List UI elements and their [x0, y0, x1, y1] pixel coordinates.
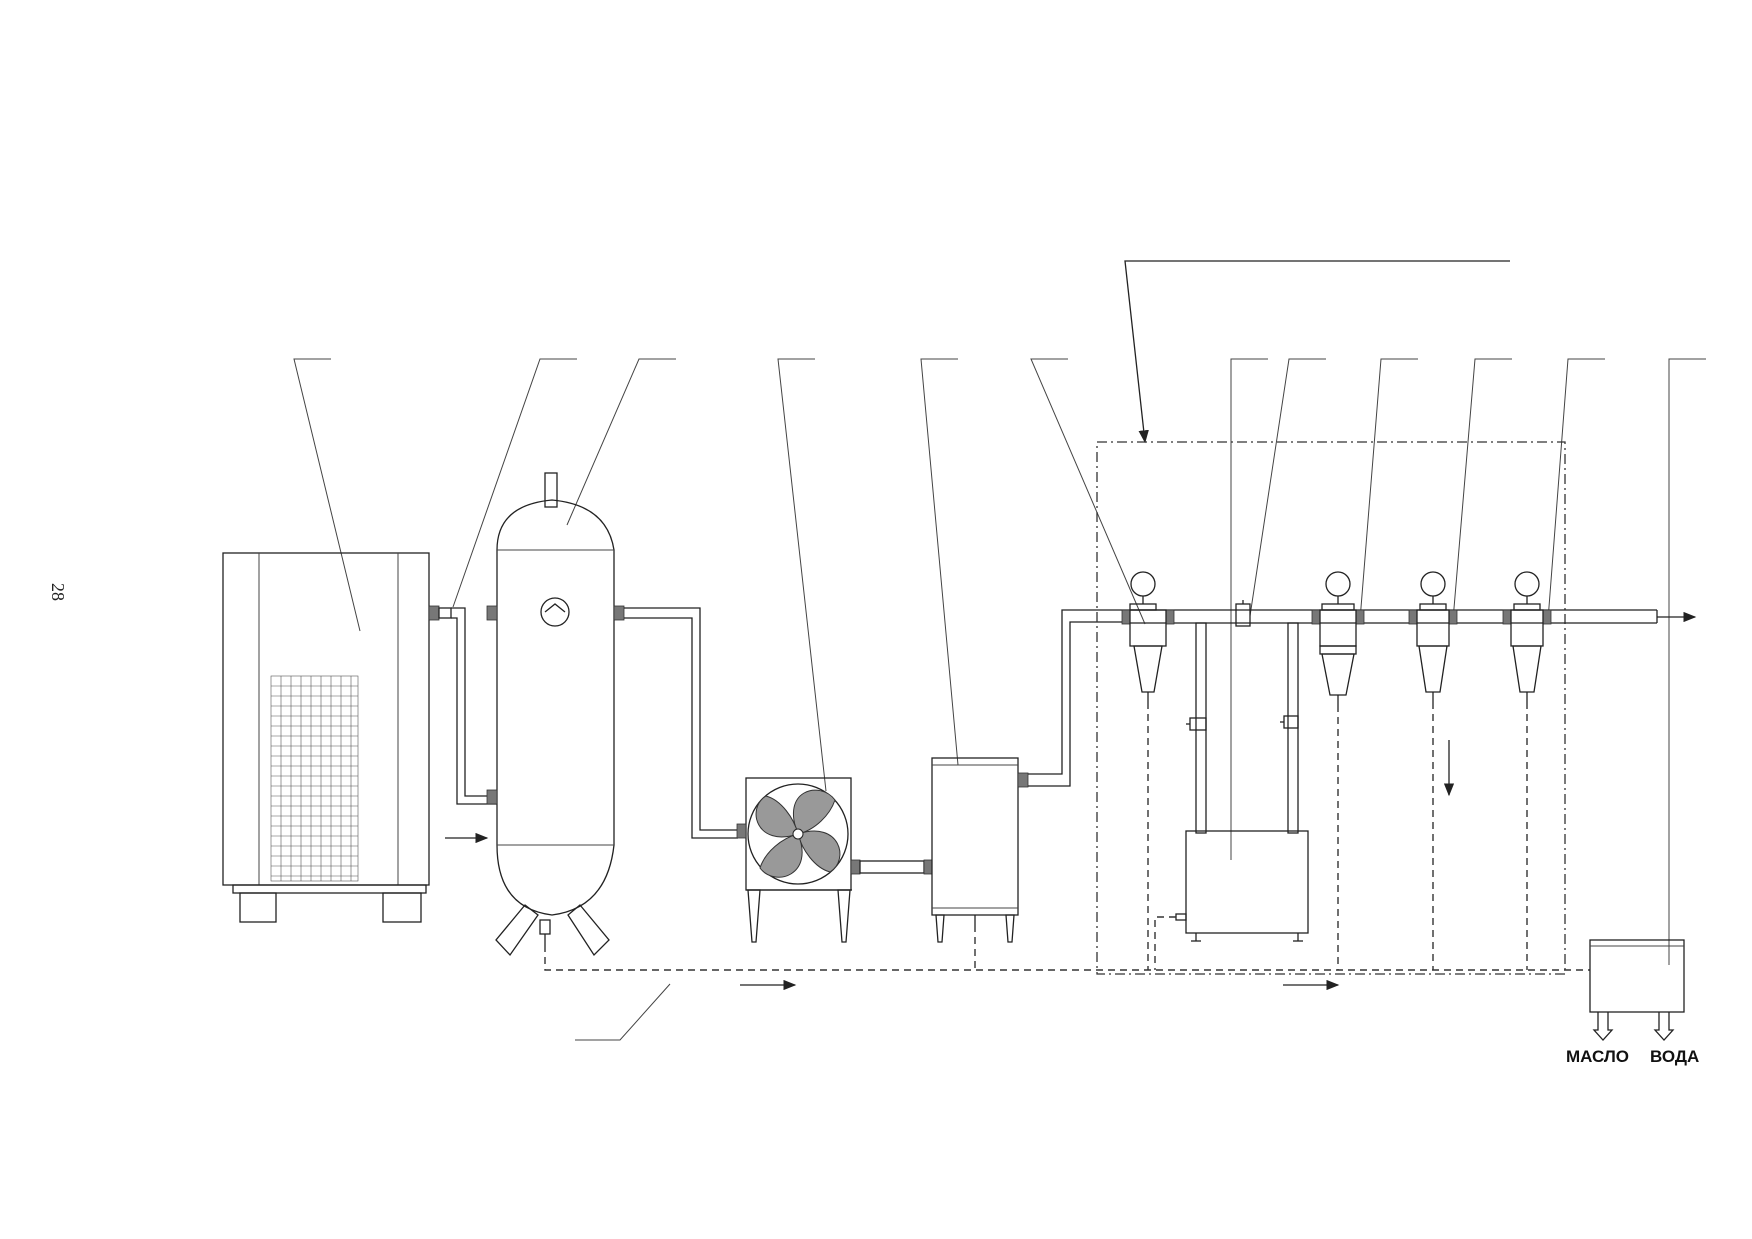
top-pointer-arrow — [1124, 260, 1510, 444]
pressure-gauge-icon — [1130, 571, 1156, 597]
pressure-gauge-icon — [1420, 571, 1446, 597]
oil-outlet-label: МАСЛО — [1566, 1047, 1630, 1066]
filter-4 — [1502, 571, 1552, 702]
pressure-gauge-icon — [1514, 571, 1540, 597]
pipe-compressor-receiver — [438, 607, 497, 805]
oil-water-separator — [1589, 939, 1685, 1041]
bypass-drain-unit — [1175, 622, 1309, 942]
leader-lines — [293, 358, 1706, 1041]
fan-icon — [755, 789, 841, 878]
pipe-dryer-filters — [1028, 609, 1122, 787]
filter-2 — [1311, 571, 1365, 705]
compressor-unit — [222, 552, 440, 923]
compressor-vent-grille — [271, 676, 358, 881]
main-air-line — [1122, 609, 1697, 624]
fan-cooler — [736, 777, 861, 943]
air-receiver-tank — [486, 472, 625, 957]
valve-icon — [1235, 600, 1251, 627]
pipe-receiver-cooler — [624, 607, 738, 839]
condensate-drain-lines — [544, 702, 1590, 971]
filter-3 — [1408, 571, 1458, 702]
filter-1 — [1121, 571, 1175, 702]
pipe-cooler-dryer — [859, 859, 933, 875]
pressure-gauge-icon — [1325, 571, 1351, 597]
water-outlet-label: ВОДА — [1650, 1047, 1700, 1066]
filter-group-enclosure — [1096, 441, 1566, 975]
refrigerated-dryer — [931, 757, 1029, 943]
